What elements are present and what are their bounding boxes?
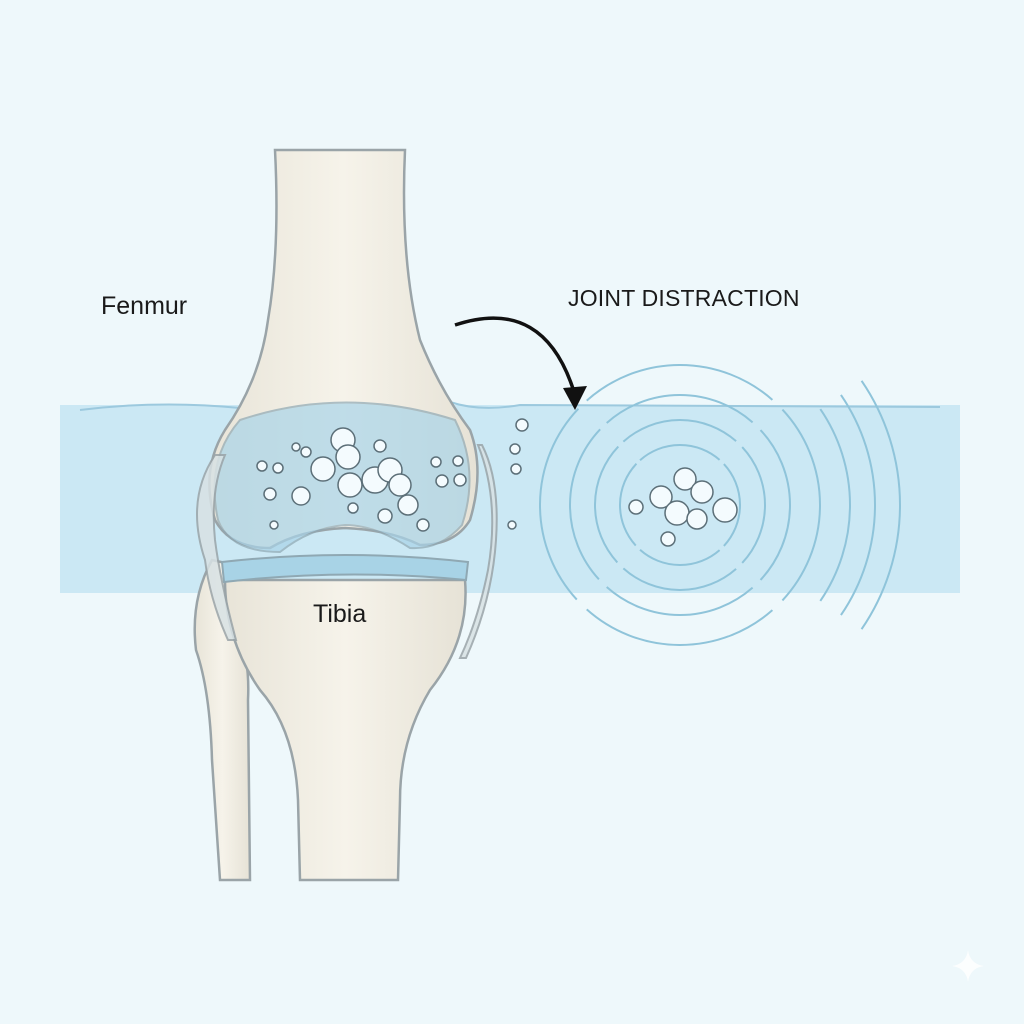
- bubble: [430, 456, 442, 468]
- wave-arc: [741, 446, 766, 564]
- bubble: [660, 531, 676, 547]
- bubble: [263, 487, 277, 501]
- curved-arrow: [454, 316, 577, 396]
- tibia-label: Tibia: [313, 600, 367, 628]
- bubble: [416, 518, 430, 532]
- wave-arc: [860, 380, 901, 630]
- bubble: [269, 520, 279, 530]
- wave-arc: [606, 394, 754, 424]
- bubble: [291, 442, 301, 452]
- femur-label: Fenmur: [101, 292, 188, 320]
- synovial-fluid-band: [60, 405, 960, 593]
- wave-arc: [569, 428, 601, 580]
- bubble: [300, 446, 312, 458]
- wave-arc: [723, 463, 741, 547]
- bubble: [335, 444, 361, 470]
- bubble: [686, 508, 708, 530]
- wave-arc: [539, 408, 580, 601]
- wave-arc: [586, 608, 774, 646]
- wave-arc: [639, 444, 721, 462]
- bubble: [397, 494, 419, 516]
- bubble: [388, 473, 412, 497]
- bubble: [507, 520, 517, 530]
- bubble: [690, 480, 714, 504]
- bubble: [515, 418, 529, 432]
- vibration-waves: [539, 364, 901, 646]
- bubble: [347, 502, 359, 514]
- meniscus: [220, 554, 470, 584]
- lateral-ligament-left: [196, 454, 238, 641]
- wave-arc: [622, 419, 737, 443]
- joint-distraction-label: JOINT DISTRACTION: [568, 285, 800, 311]
- bubble: [673, 467, 697, 491]
- wave-arc: [819, 408, 851, 602]
- bubble: [452, 455, 464, 467]
- bubble: [435, 474, 449, 488]
- arrow-head-icon: [563, 386, 587, 410]
- bubble: [373, 439, 387, 453]
- wave-arc: [622, 567, 737, 591]
- bubble: [453, 473, 467, 487]
- wave-arc: [840, 394, 876, 616]
- wave-arc: [619, 463, 638, 547]
- wave-arc: [759, 429, 791, 581]
- tibia-bone: [223, 578, 467, 882]
- bubble: [256, 460, 268, 472]
- lateral-ligament-right: [458, 444, 498, 659]
- wave-arc: [781, 408, 821, 602]
- bubble: [509, 443, 521, 455]
- wave-arc: [639, 548, 721, 566]
- gas-bubbles: [256, 418, 738, 547]
- wave-arc: [586, 364, 774, 402]
- sparkle-icon: [952, 950, 984, 982]
- bubble: [664, 500, 690, 526]
- bubble: [310, 456, 336, 482]
- bubble: [272, 462, 284, 474]
- bubble: [712, 497, 738, 523]
- bubble: [510, 463, 522, 475]
- bubble: [649, 485, 673, 509]
- bubble: [377, 508, 393, 524]
- bubble: [291, 486, 311, 506]
- wave-arc: [594, 445, 620, 564]
- bubble: [628, 499, 644, 515]
- wave-arc: [606, 586, 754, 616]
- bubble: [337, 472, 363, 498]
